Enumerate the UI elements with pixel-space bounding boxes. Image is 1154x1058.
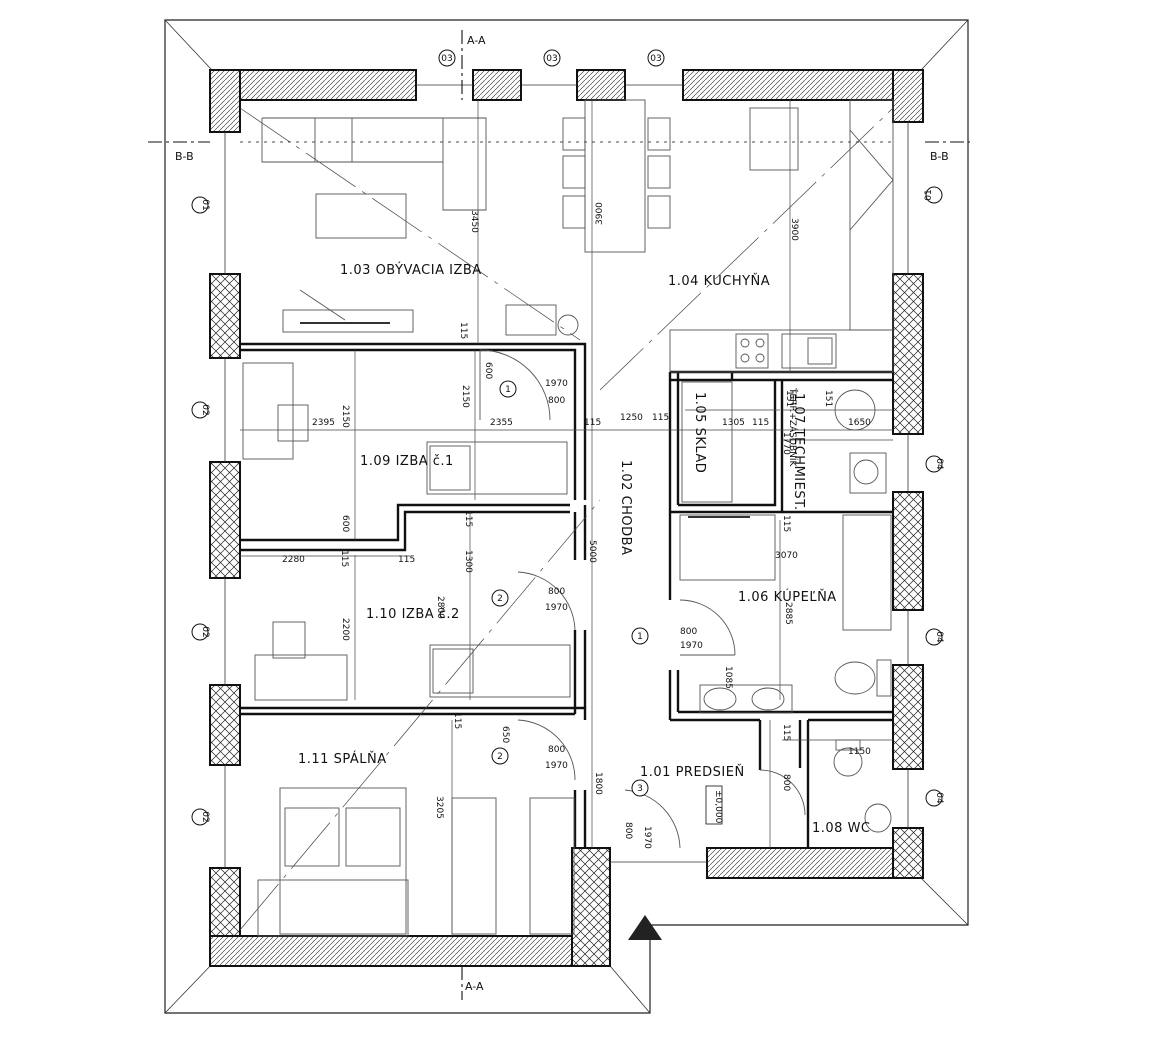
room-kuchyna: 1.04 KUCHYŇA [668,273,770,289]
dim-800-a: 800 [548,396,565,406]
dim-115-f: 115 [339,550,349,567]
room-kupelna: 1.06 KÚPEĽŇA [738,589,837,605]
dim-1970-d: 1970 [545,761,568,771]
dim-1305: 1305 [722,418,745,428]
section-markers [148,30,970,1000]
dim-2150-b: 2150 [460,385,470,408]
interior-walls [240,342,893,848]
dim-1970-e: 1970 [642,826,652,849]
dim-1970-c: 1970 [680,641,703,651]
entrance-marker [628,915,662,940]
dim-1250: 1250 [620,413,643,423]
section-bb-left: B-B [175,150,194,163]
window-tag-top-3: 03 [650,54,661,64]
dim-2355: 2355 [490,418,513,428]
window-tag-left-1: 01 [200,199,210,210]
dim-3205: 3205 [434,796,444,819]
dim-115-e: 115 [463,510,473,527]
door-tag-2b: 2 [497,752,503,762]
dim-115-j: 115 [781,724,791,741]
dim-115-i: 115 [452,712,462,729]
window-tag-left-2: 02 [200,404,210,415]
dim-800-c: 800 [680,627,697,637]
room-izba-1: 1.09 IZBA č.1 [360,454,454,469]
dim-2150-a: 2150 [340,405,350,428]
room-obyvacia-izba: 1.03 OBÝVACIA IZBA [340,262,482,278]
dim-2280: 2280 [282,555,305,565]
dim-2200: 2200 [340,618,350,641]
dim-1650: 1650 [848,418,871,428]
furniture [242,99,894,937]
dim-800-b: 800 [548,587,565,597]
room-predsien: 1.01 PREDSIEŇ [640,764,745,780]
dim-1800: 1800 [593,772,603,795]
section-bb-right: B-B [930,150,949,163]
dim-1150: 1150 [848,747,871,757]
window-tag-left-3: 02 [200,626,210,637]
door-tag-1: 1 [505,385,511,395]
dim-115-b: 115 [584,418,601,428]
doors [479,349,806,849]
window-tag-right-3: 04 [934,631,944,643]
window-tag-left-4: 02 [200,811,210,822]
window-tag-top-2: 03 [546,54,557,64]
dim-3450: 3450 [469,210,479,233]
room-wc: 1.08 WC [812,821,871,836]
dim-151-a: 151 [784,390,794,407]
door-tag-3: 3 [637,784,643,794]
dim-5000: 5000 [587,540,597,563]
room-techmiest-sub: ŤERP.+ZÁSOBNÍK [787,387,799,468]
level-box [705,785,723,825]
dim-115-a: 115 [458,322,468,339]
room-izba-2: 1.10 IZBA č.2 [366,607,460,622]
dim-115-c: 115 [652,413,669,423]
dimension-texts: 3450 3900 3900 115 600 2150 2150 1970 80… [282,202,871,849]
window-tag-right-2: 04 [934,458,944,470]
dim-115-h: 115 [781,515,791,532]
dim-3070: 3070 [775,551,798,561]
level-mark: ±0,000 [713,790,723,824]
dim-650: 650 [500,726,510,743]
dim-800-e: 800 [781,774,791,791]
dim-3900-a: 3900 [595,202,605,225]
door-tag-1b: 1 [637,632,643,642]
section-aa-bottom: A-A [465,980,484,993]
dim-600-a: 600 [483,362,493,379]
room-spalna: 1.11 SPÁLŇA [298,751,387,767]
dim-1300: 1300 [463,550,473,573]
window-tag-top-1: 03 [441,54,452,64]
dim-800-d: 800 [548,745,565,755]
dim-2800: 2800 [435,596,445,619]
dim-800-f: 800 [623,822,633,839]
dim-600-b: 600 [340,515,350,532]
dim-3900-b: 3900 [789,218,799,241]
door-tag-2: 2 [497,594,503,604]
room-sklad: 1.05 SKLAD [692,392,707,473]
window-tag-right-1: 01 [924,189,934,200]
dim-151-b: 151 [823,390,833,407]
room-techmiest: 1.07 TECHMIEST. [791,393,806,511]
exterior-walls [209,69,924,967]
window-tag-right-4: 04 [934,792,944,804]
dim-2395: 2395 [312,418,335,428]
dim-115-d: 115 [752,418,769,428]
section-aa-top: A-A [467,34,486,47]
dim-1970-b: 1970 [545,603,568,613]
room-chodba: 1.02 CHODBA [618,460,633,555]
dim-1085: 1085 [723,666,733,689]
window-tags [191,49,943,826]
dim-115-g: 115 [398,555,415,565]
dim-1970-a: 1970 [545,379,568,389]
dim-1770: 1770 [781,432,791,455]
dim-2885: 2885 [783,602,793,625]
